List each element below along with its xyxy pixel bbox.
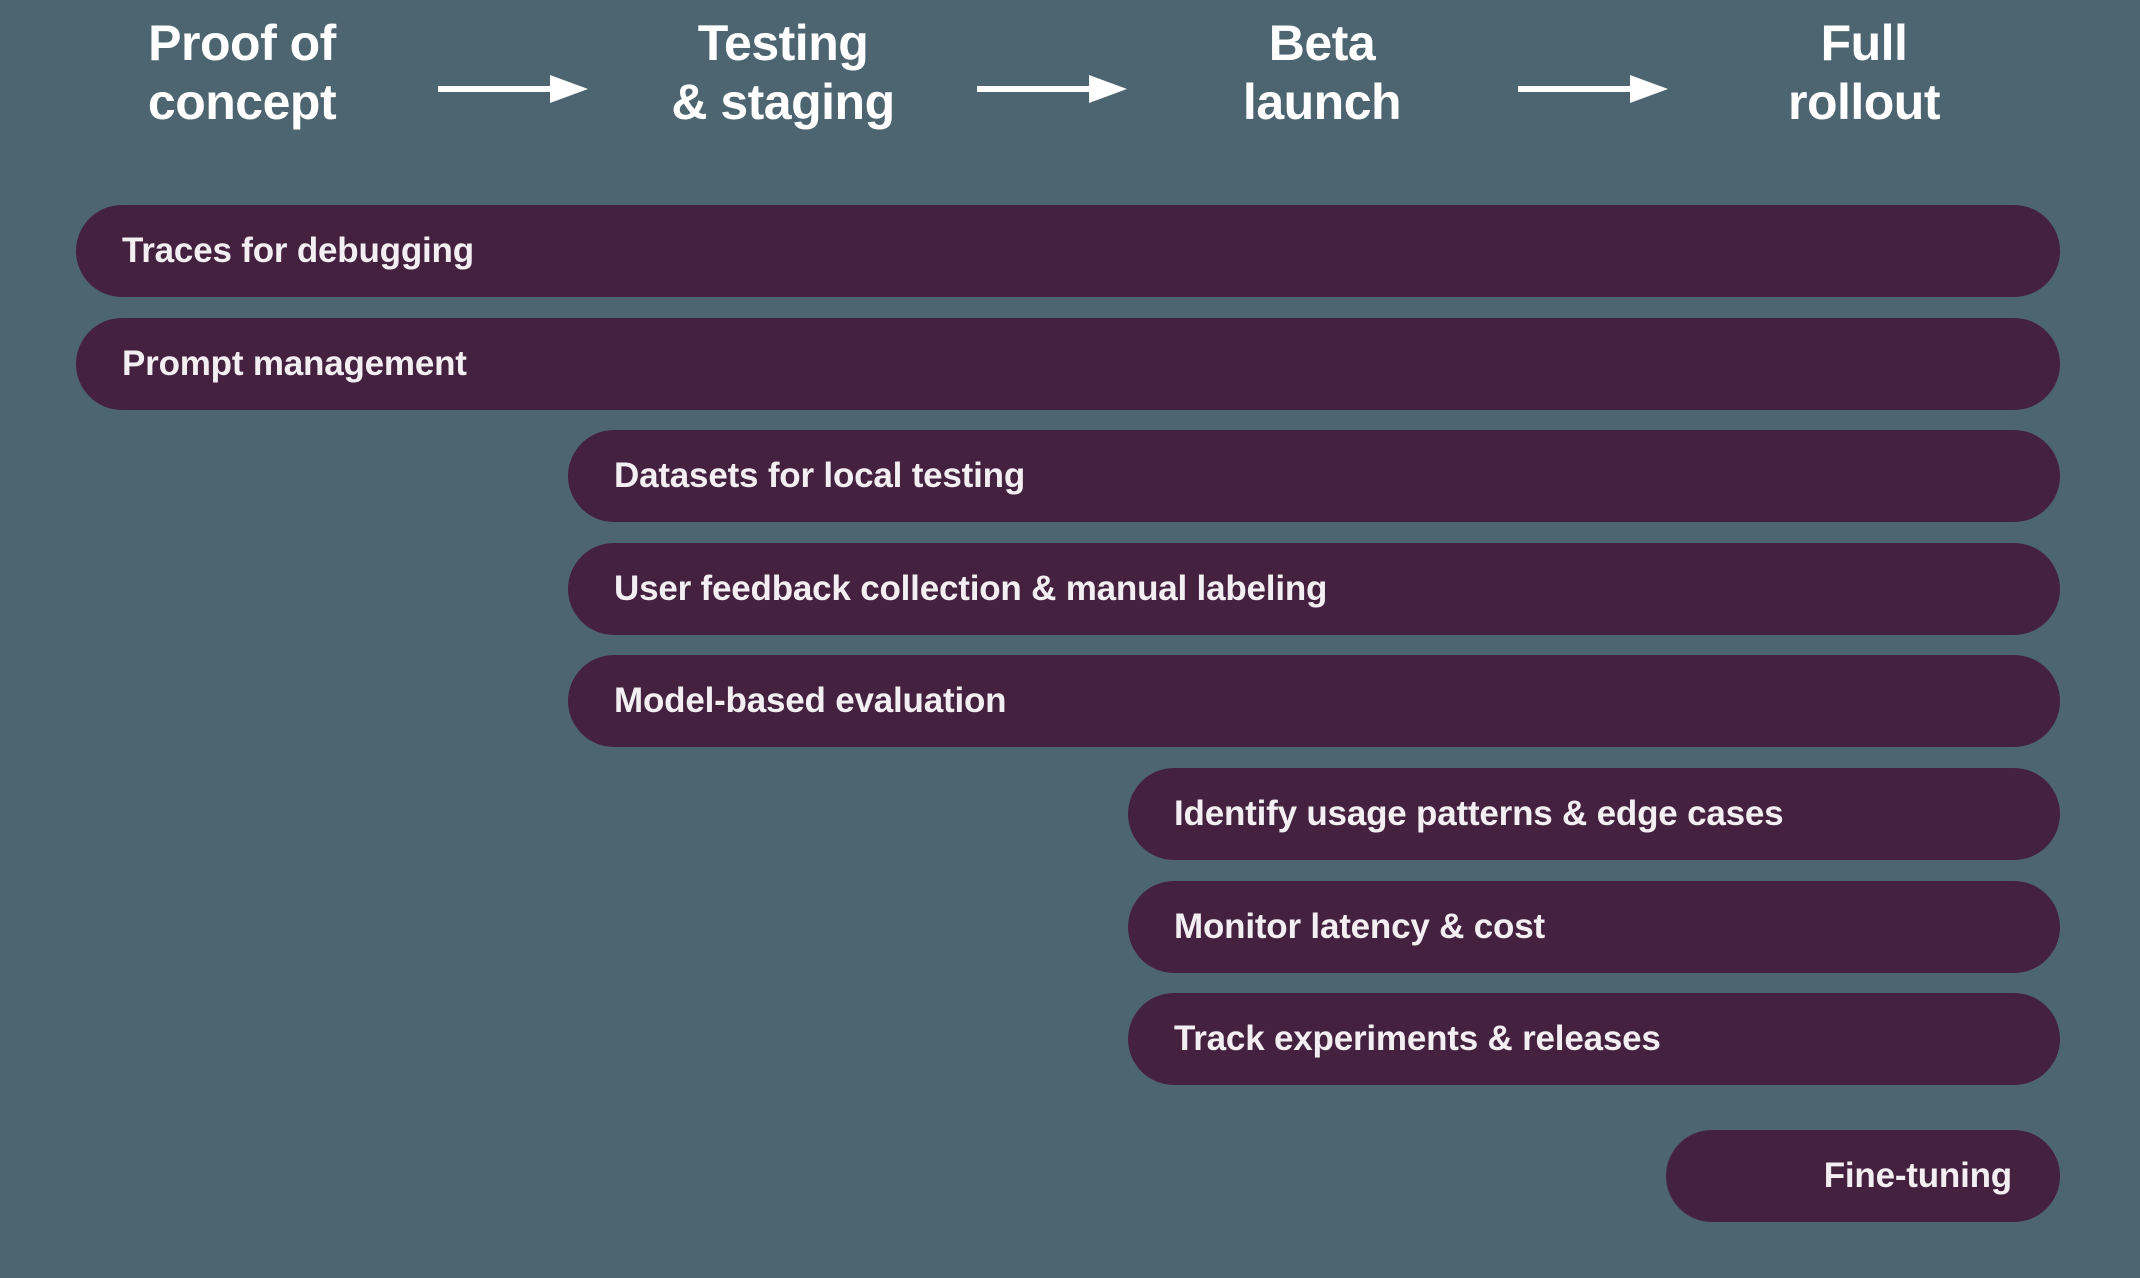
arrow-right-icon-1: [438, 72, 588, 106]
capability-label: Fine-tuning: [1823, 1156, 2013, 1195]
capability-label: Identify usage patterns & edge cases: [1174, 794, 1784, 833]
capability-bar-fine-tuning: Fine-tuning: [1666, 1130, 2060, 1222]
capability-bar-user-feedback-collection: User feedback collection & manual labeli…: [568, 543, 2060, 635]
capability-label: Model-based evaluation: [614, 681, 1007, 720]
capability-label: User feedback collection & manual labeli…: [614, 569, 1328, 608]
capability-label: Prompt management: [122, 344, 467, 383]
stage-label-proof-of-concept: Proof of concept: [147, 15, 337, 130]
capability-label: Traces for debugging: [122, 231, 474, 270]
stage-label-beta-launch: Beta launch: [1242, 15, 1402, 130]
capability-bar-monitor-latency-and-cost: Monitor latency & cost: [1128, 881, 2060, 973]
capability-bar-datasets-for-local-testing: Datasets for local testing: [568, 430, 2060, 522]
stage-header-row: Proof of concept Testing & staging Beta …: [0, 0, 2140, 175]
capability-label: Track experiments & releases: [1174, 1019, 1661, 1058]
stage-label-full-rollout: Full rollout: [1787, 15, 1941, 130]
capability-label: Datasets for local testing: [614, 456, 1026, 495]
capability-bar-identify-usage-patterns: Identify usage patterns & edge cases: [1128, 768, 2060, 860]
capability-label: Monitor latency & cost: [1174, 907, 1545, 946]
arrow-right-icon-3: [1518, 72, 1668, 106]
capability-bar-model-based-evaluation: Model-based evaluation: [568, 655, 2060, 747]
arrow-right-icon-2: [977, 72, 1127, 106]
capability-bar-track-experiments-and-releases: Track experiments & releases: [1128, 993, 2060, 1085]
capability-bar-prompt-management: Prompt management: [76, 318, 2060, 410]
capability-bar-traces-for-debugging: Traces for debugging: [76, 205, 2060, 297]
stage-label-testing-and-staging: Testing & staging: [671, 15, 895, 130]
